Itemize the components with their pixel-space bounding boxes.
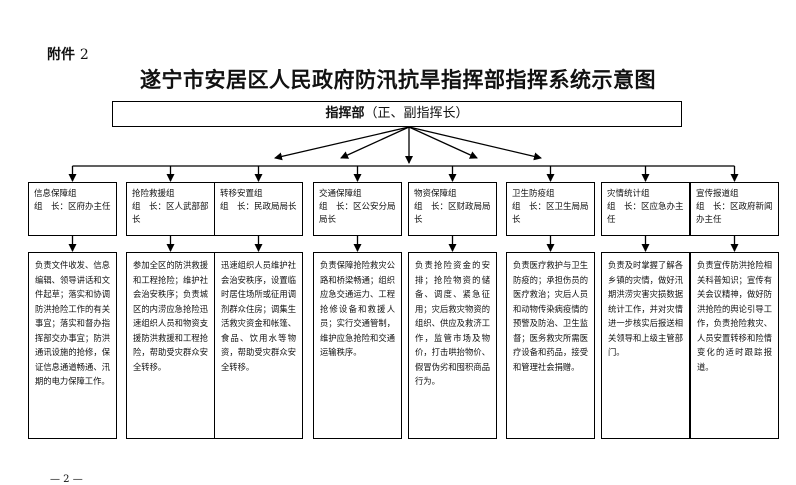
group-box-7: 灾情统计组组 长：区应急办主任: [601, 182, 690, 236]
group-name: 宣传报道组: [696, 189, 739, 199]
attachment-label: 附件 2: [47, 47, 89, 63]
connector-fan-4: [408, 126, 542, 161]
group-leader: 组 长：区财政局局长: [414, 202, 491, 225]
headquarters-label: 指挥部: [325, 106, 365, 121]
connector-fan-3: [408, 126, 478, 159]
headquarters-subtitle: （正、副指挥长）: [364, 106, 469, 121]
group-duties-8: 负责宣传防洪抢险相关科普知识；宣传有关会议精神，做好防洪抢险的舆论引导工作，负责…: [690, 252, 779, 439]
group-box-3: 转移安置组组 长：民政局局长: [214, 182, 303, 236]
group-leader: 组 长：区政府新闻办主任: [696, 202, 773, 225]
group-leader: 组 长：区应急办主任: [607, 202, 684, 225]
group-duties-6: 负责医疗救护与卫生防疫的；承担伤员的医疗救治；灾后人员和动物传染病疫情的预警及防…: [506, 252, 595, 439]
group-box-4: 交通保障组组 长：区公安分局局长: [313, 182, 402, 236]
page-title: 遂宁市安居区人民政府防汛抗旱指挥部指挥系统示意图: [140, 67, 656, 92]
group-duties-3: 迅速组织人员维护社会治安秩序，设置临时居住场所或征用调剂群众住房；调集生活救灾资…: [214, 252, 303, 439]
group-leader: 组 长：民政局局长: [220, 202, 297, 212]
group-leader: 组 长：区府办主任: [34, 202, 111, 212]
group-name: 灾情统计组: [607, 189, 650, 199]
page-number: — 2 —: [50, 474, 83, 485]
group-leader: 组 长：区公安分局局长: [319, 202, 396, 225]
group-box-6: 卫生防疫组组 长：区卫生局局长: [506, 182, 595, 236]
headquarters-box: 指挥部（正、副指挥长）: [112, 101, 682, 127]
group-duties-1: 负责文件收发、信息编辑、领导讲话和文件起草；落实和协调防洪抢险工作的有关事宜；落…: [28, 252, 117, 439]
group-name: 抢险救援组: [132, 189, 175, 199]
group-box-1: 信息保障组组 长：区府办主任: [28, 182, 117, 236]
group-name: 转移安置组: [220, 189, 263, 199]
group-leader: 组 长：区卫生局局长: [512, 202, 589, 225]
group-duties-5: 负责抢险资金的安排；抢险物资的储备、调度、紧急征用；灾后救灾物资的组织、供应及救…: [408, 252, 497, 439]
connector-fan-2: [340, 126, 410, 159]
group-box-2: 抢险救援组组 长：区人武部部长: [126, 182, 215, 236]
connector-fan-1: [274, 126, 410, 161]
group-name: 交通保障组: [319, 189, 362, 199]
group-name: 信息保障组: [34, 189, 77, 199]
group-name: 物资保障组: [414, 189, 457, 199]
group-duties-4: 负责保障抢险救灾公路和桥梁畅通；组织应急交通运力、工程抢修设备和救援人员；实行交…: [313, 252, 402, 439]
group-duties-2: 参加全区的防洪救援和工程抢险；维护社会治安秩序；负责城区的内涝应急抢险迅速组织人…: [126, 252, 215, 439]
group-box-8: 宣传报道组组 长：区政府新闻办主任: [690, 182, 779, 236]
group-name: 卫生防疫组: [512, 189, 555, 199]
group-box-5: 物资保障组组 长：区财政局局长: [408, 182, 497, 236]
group-leader: 组 长：区人武部部长: [132, 202, 209, 225]
group-duties-7: 负责及时掌握了解各乡镇的灾情，做好汛期洪涝灾害灾损数据统计工作，并对灾情进一步核…: [601, 252, 690, 439]
